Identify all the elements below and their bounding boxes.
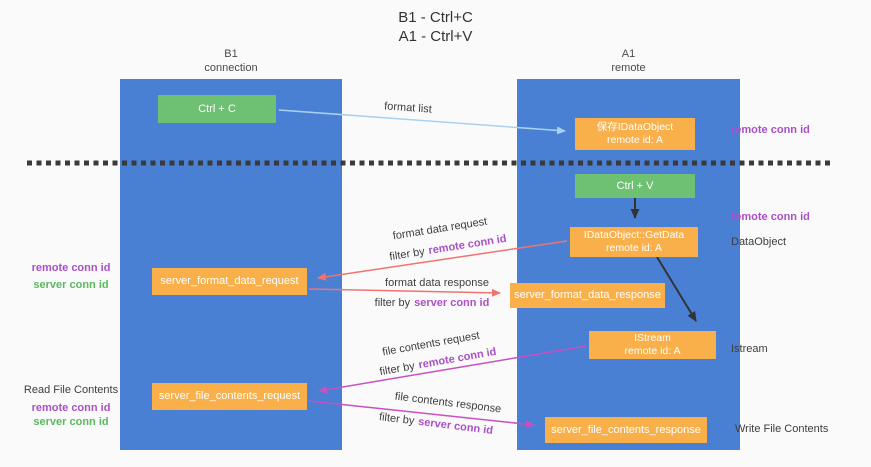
lifeline-a1-name: A1 (621, 48, 636, 60)
idataobject-getdata-box: IDataObject::GetData remote id: A (570, 227, 698, 257)
side-label-read-file-contents: Read File Contents (23, 384, 119, 396)
diagram-title: B1 - Ctrl+C A1 - Ctrl+V (0, 8, 871, 46)
save-idataobject-box: 保存IDataObject remote id: A (575, 118, 695, 150)
title-line-2: A1 - Ctrl+V (398, 28, 473, 45)
title-line-1: B1 - Ctrl+C (398, 9, 473, 26)
filter-by-text: filter by (378, 360, 416, 379)
idataobject-getdata-line2: remote id: A (605, 242, 663, 254)
side-label-remote-conn-id-3: remote conn id (31, 262, 111, 274)
lifeline-a1-role: remote (611, 62, 646, 74)
server-file-contents-request-box: server_file_contents_request (152, 383, 307, 410)
istream-box: IStream remote id: A (589, 331, 716, 359)
server-file-contents-response-label: server_file_contents_response (551, 423, 701, 436)
filter-by-text: filter by (388, 245, 426, 264)
server-format-data-response-label: server_format_data_response (514, 289, 661, 301)
server-file-contents-request-label: server_file_contents_request (158, 390, 301, 402)
filter-by-text: filter by (374, 297, 411, 309)
side-label-remote-conn-id-2: remote conn id (731, 211, 810, 223)
side-label-server-conn-id-1: server conn id (33, 279, 109, 291)
save-idataobject-line1: 保存IDataObject (596, 121, 674, 133)
edge-label-format-list: format list (383, 100, 433, 116)
server-file-contents-response-box: server_file_contents_response (545, 417, 707, 443)
edge-label-filter-by-server-2: filter by server conn id (378, 411, 493, 437)
edge-label-file-contents-response: file contents response (394, 390, 502, 416)
lifeline-header-a1: A1 remote (517, 47, 740, 75)
ctrl-c-label: Ctrl + C (198, 103, 236, 115)
lifeline-b1-name: B1 (224, 48, 238, 60)
istream-line1: IStream (634, 332, 671, 344)
remote-conn-id-highlight: remote conn id (427, 232, 508, 258)
ctrl-c-box: Ctrl + C (158, 95, 276, 123)
save-idataobject-line2: remote id: A (606, 134, 664, 146)
side-label-istream: Istream (731, 343, 768, 355)
side-label-server-conn-id-2: server conn id (33, 416, 109, 428)
side-label-write-file-contents: Write File Contents (735, 423, 829, 435)
side-label-dataobject: DataObject (731, 236, 787, 248)
side-label-remote-conn-id-1: remote conn id (731, 124, 810, 136)
server-format-data-response-box: server_format_data_response (510, 283, 665, 308)
server-conn-id-highlight: server conn id (414, 297, 490, 309)
edge-label-format-data-response: format data response (385, 277, 489, 289)
ctrl-v-box: Ctrl + V (575, 174, 695, 198)
edge-label-filter-by-server-1: filter by server conn id (375, 297, 490, 309)
server-format-data-request-label: server_format_data_request (160, 275, 299, 287)
server-format-data-request-box: server_format_data_request (152, 268, 307, 295)
lifeline-header-b1: B1 connection (120, 47, 342, 75)
server-conn-id-highlight: server conn id (417, 415, 494, 437)
filter-by-text: filter by (378, 411, 416, 428)
lifeline-b1-role: connection (204, 62, 258, 74)
istream-line2: remote id: A (624, 345, 681, 357)
ctrl-v-label: Ctrl + V (616, 180, 654, 192)
side-label-remote-conn-id-4: remote conn id (31, 402, 111, 414)
idataobject-getdata-line1: IDataObject::GetData (583, 229, 685, 241)
